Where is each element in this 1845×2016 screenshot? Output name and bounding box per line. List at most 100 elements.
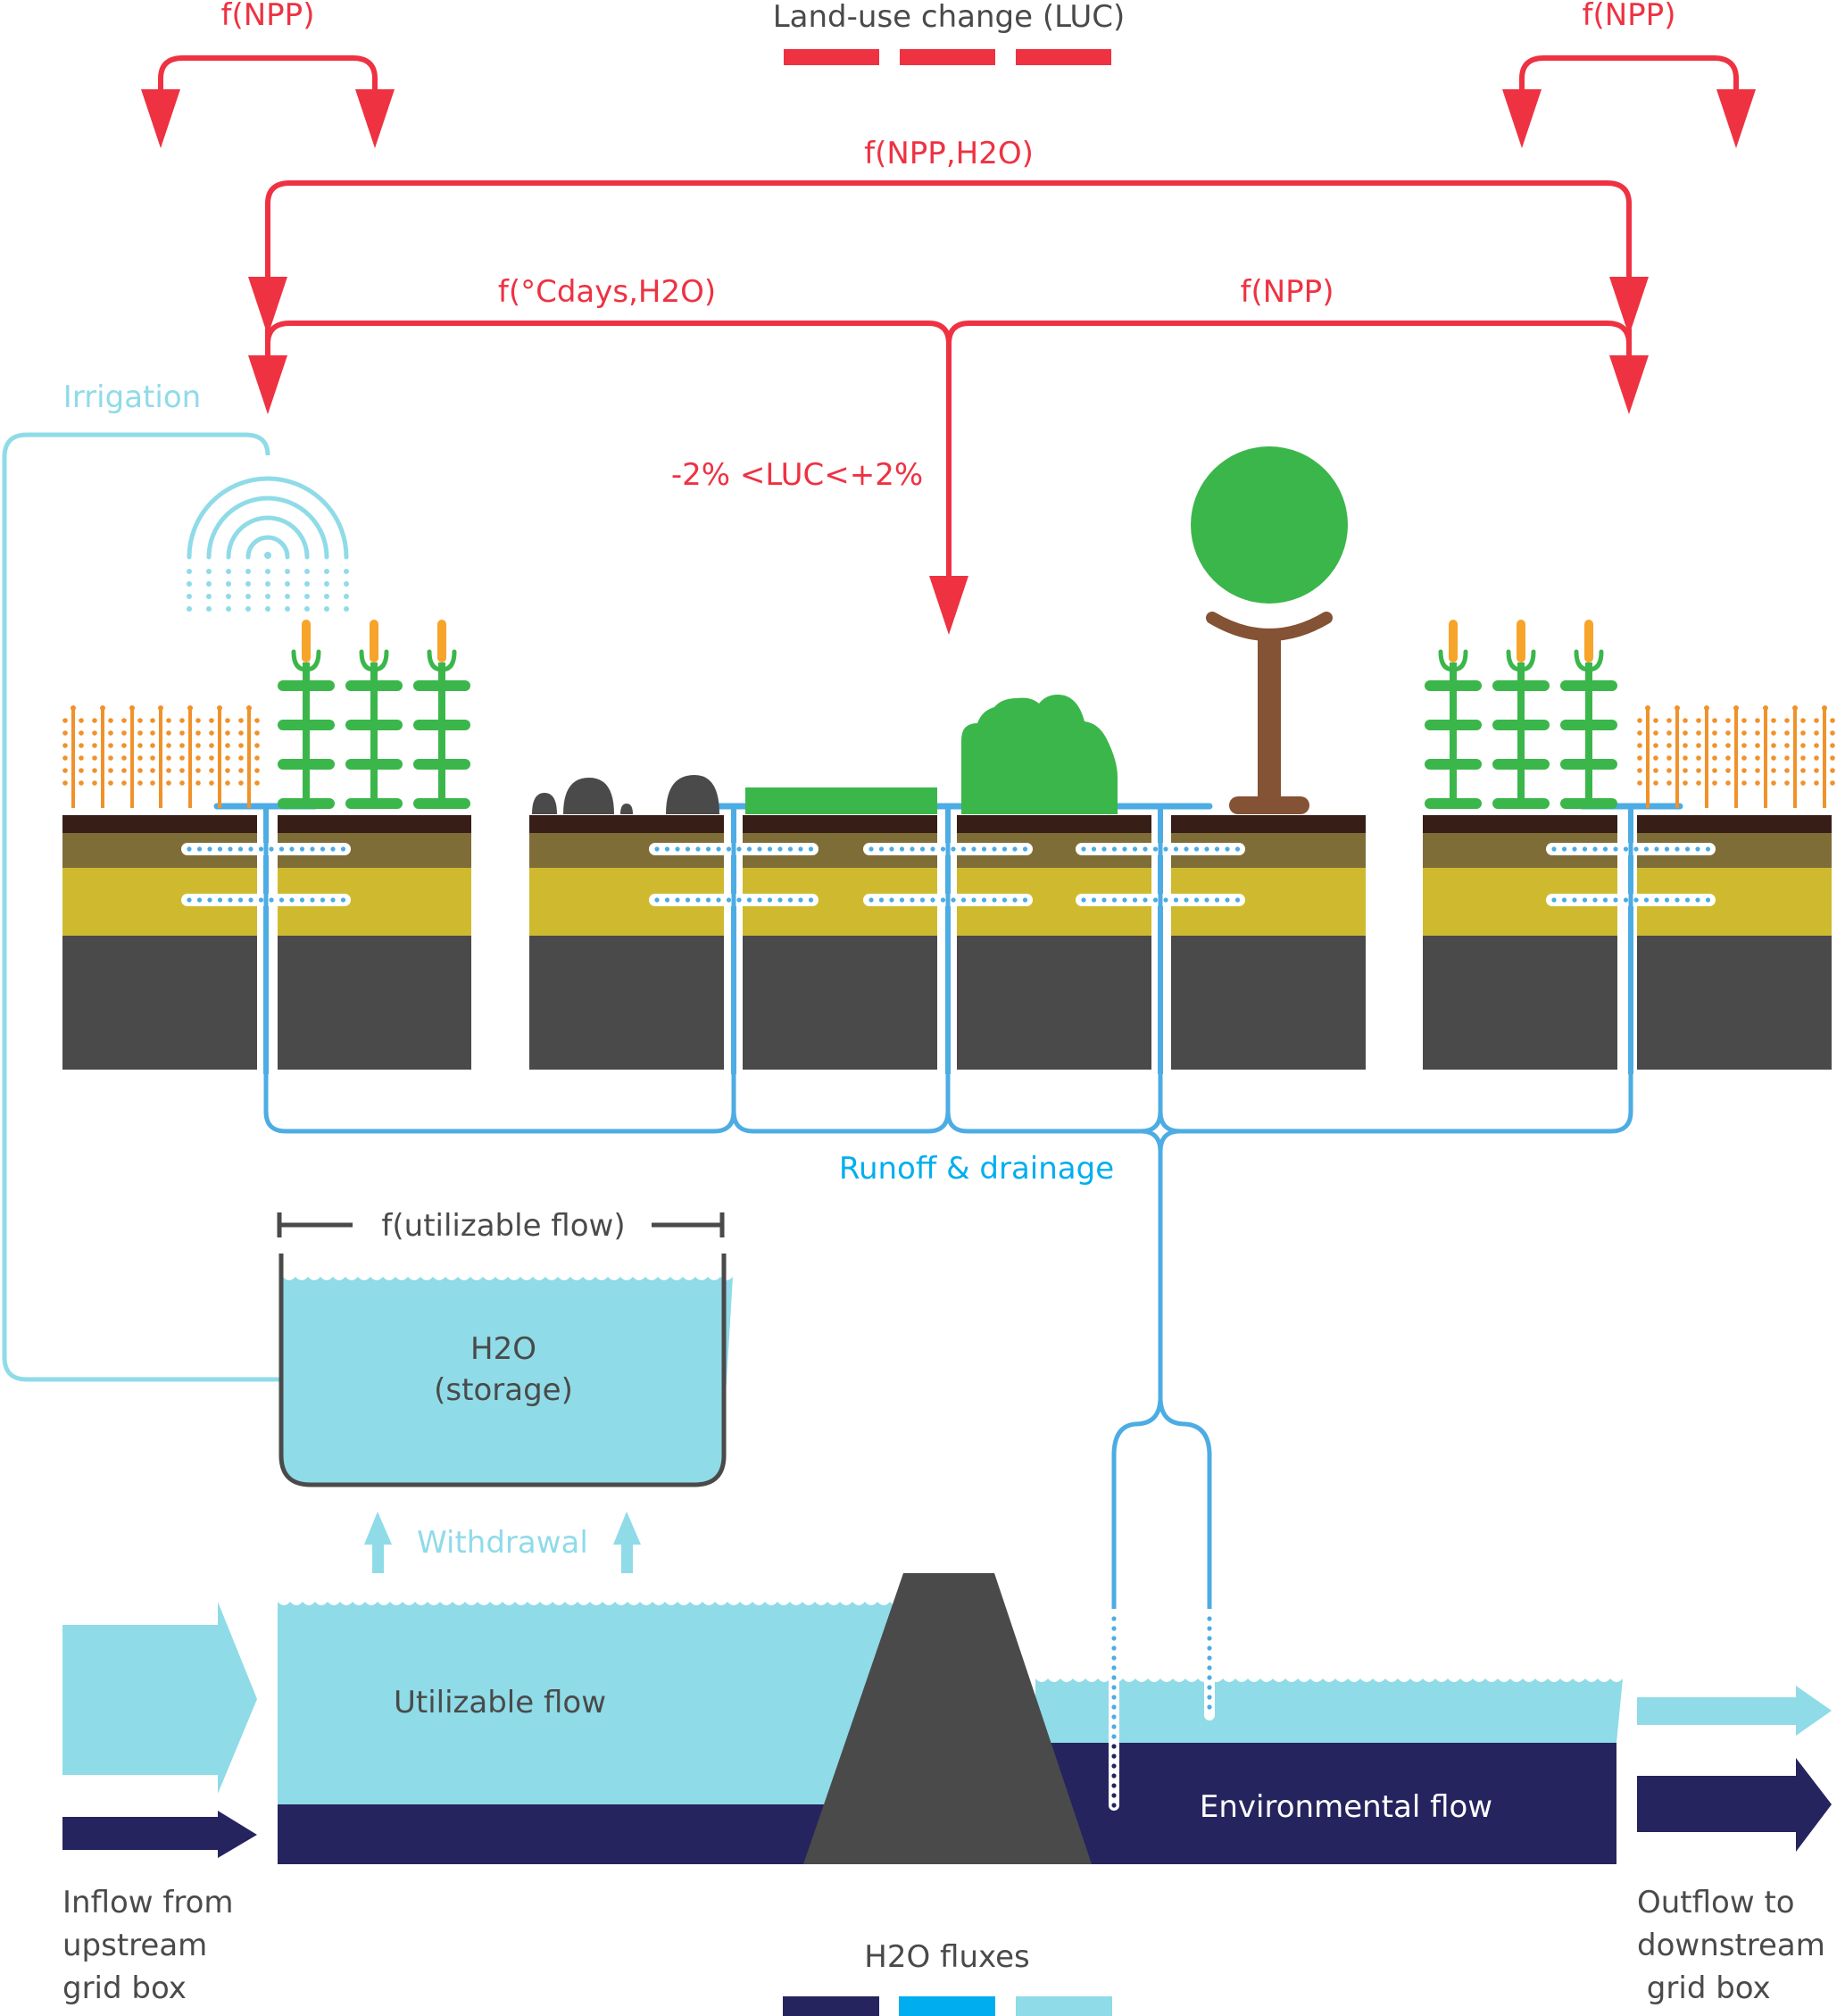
tube-hole — [1654, 846, 1659, 852]
tube-hole — [664, 897, 670, 903]
tube-hole — [1695, 897, 1700, 903]
outlet-hole — [1207, 1685, 1212, 1690]
tube-hole — [868, 897, 874, 903]
tube-hole — [685, 846, 691, 852]
tube-hole — [1561, 846, 1567, 852]
wheat-icon — [1637, 705, 1658, 808]
arrow-down-icon — [1609, 355, 1649, 414]
tube-hole — [217, 897, 223, 903]
wheat-icon — [179, 705, 201, 808]
water-drop — [285, 594, 290, 599]
soil-layer — [62, 815, 257, 833]
tube-hole — [1122, 846, 1127, 852]
npp-right-label: f(NPP) — [1583, 0, 1676, 33]
grass-icon — [745, 787, 937, 814]
npp-right-arrows: f(NPP) — [1502, 0, 1756, 148]
tube-hole — [1193, 846, 1200, 852]
tube-hole — [248, 897, 253, 903]
tube-hole — [299, 897, 305, 903]
npp-h2o-label: f(NPP,H2O) — [864, 136, 1034, 171]
tube-hole — [1225, 846, 1230, 852]
tube-hole — [278, 897, 285, 903]
inflow-label-line2: upstream — [62, 1928, 207, 1963]
tube-hole — [695, 897, 701, 903]
water-drop — [226, 569, 231, 574]
tube-hole — [289, 846, 295, 852]
tube-hole — [1633, 897, 1639, 903]
soil-layer — [62, 936, 257, 1070]
tube-hole — [685, 897, 691, 903]
tube-hole — [1592, 897, 1598, 903]
shrub-icon — [961, 695, 1118, 814]
maize-icon — [345, 620, 403, 809]
arrow-down-icon — [1502, 89, 1542, 148]
tube-hole — [1204, 897, 1209, 903]
wheat-icon — [209, 705, 230, 808]
water-drop — [304, 594, 310, 599]
tube-hole — [1214, 897, 1220, 903]
tube-hole — [228, 846, 233, 852]
outlet-hole — [1111, 1704, 1117, 1710]
tube-hole — [1664, 846, 1670, 852]
water-drop — [245, 606, 251, 612]
water-drop — [344, 569, 349, 574]
tube-hole — [899, 846, 905, 852]
water-drop — [245, 581, 251, 587]
arrow-down-icon — [1609, 277, 1649, 336]
tube-hole — [1613, 897, 1618, 903]
outlet-hole — [1207, 1636, 1212, 1641]
tube-hole — [248, 846, 253, 852]
tube-hole — [746, 846, 752, 852]
wheat-icon — [238, 705, 260, 808]
tube-hole — [736, 897, 742, 903]
outlet-hole — [1111, 1734, 1117, 1739]
storage-subtitle: (storage) — [434, 1372, 573, 1408]
outlet-hole — [1111, 1714, 1117, 1720]
tube-hole — [196, 897, 203, 903]
water-drop — [285, 569, 290, 574]
wheat-icon — [92, 705, 113, 808]
tube-hole — [787, 846, 794, 852]
outlet-hole — [1207, 1695, 1212, 1700]
water-drop — [245, 569, 251, 574]
wheat-icon — [121, 705, 143, 808]
arrow-down-icon — [1716, 89, 1756, 148]
storage-water — [283, 1277, 733, 1483]
tube-hole — [1684, 897, 1691, 903]
environmental-flow-label: Environmental flow — [1200, 1789, 1492, 1825]
tube-hole — [1163, 897, 1168, 903]
runoff-network: Runoff & drainage — [263, 808, 1633, 1609]
tube-hole — [1602, 897, 1608, 903]
tube-hole — [675, 897, 680, 903]
tube-hole — [1572, 846, 1577, 852]
outflow-label-line1: Outflow to — [1637, 1885, 1795, 1920]
tube-hole — [340, 846, 346, 852]
luc-range-label: -2% <LUC<+2% — [671, 457, 923, 493]
soil-layer — [743, 936, 937, 1070]
tube-hole — [654, 846, 660, 852]
tube-hole — [1633, 846, 1639, 852]
tube-hole — [1664, 897, 1670, 903]
water-drop — [265, 581, 270, 587]
tube-hole — [736, 846, 742, 852]
inflow-arrows — [62, 1602, 257, 1858]
tube-hole — [196, 846, 203, 852]
tube-hole — [960, 897, 967, 903]
withdrawal-label: Withdrawal — [417, 1525, 588, 1561]
tube-hole — [1705, 846, 1711, 852]
soil-layer — [1171, 815, 1366, 833]
outlet-hole — [1111, 1763, 1117, 1769]
npp-left-arrows: f(NPP) — [141, 0, 395, 148]
outlet-hole — [1111, 1665, 1117, 1670]
tube-hole — [940, 897, 946, 903]
tube-hole — [1132, 897, 1138, 903]
water-drop — [265, 569, 270, 574]
tube-hole — [1654, 897, 1659, 903]
legend-swatch-runoff — [899, 1996, 995, 2016]
tube-hole — [675, 846, 680, 852]
tube-hole — [258, 846, 264, 852]
tube-hole — [1173, 846, 1179, 852]
tube-hole — [1111, 846, 1118, 852]
tube-hole — [746, 897, 752, 903]
tube-hole — [1143, 846, 1148, 852]
